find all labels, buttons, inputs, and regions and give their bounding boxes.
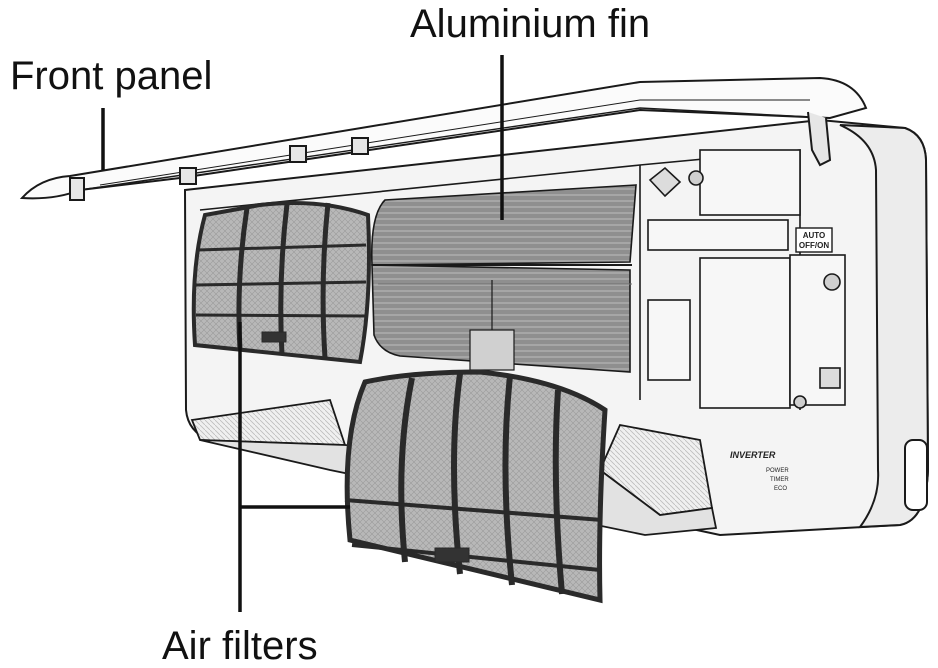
auto-label-line1: AUTO bbox=[803, 231, 826, 240]
aluminium-fin bbox=[370, 184, 637, 373]
indicator-power: POWER bbox=[766, 468, 789, 474]
front-panel bbox=[19, 76, 868, 201]
auto-label-line2: OFF/ON bbox=[799, 241, 829, 250]
indicator-eco: ECO bbox=[774, 486, 787, 492]
aluminium-fin-label: Aluminium fin bbox=[410, 2, 651, 46]
leader-lines bbox=[101, 55, 504, 612]
air-filters-label: Air filters bbox=[162, 624, 318, 668]
indicator-timer: TIMER bbox=[770, 477, 789, 483]
control-compartment bbox=[647, 149, 846, 409]
auto-off-on-button[interactable]: AUTO OFF/ON bbox=[795, 227, 833, 253]
front-panel-label: Front panel bbox=[10, 54, 213, 98]
right-air-filter bbox=[344, 369, 608, 604]
left-air-filter bbox=[191, 200, 371, 365]
brand-label: INVERTER bbox=[730, 450, 776, 460]
